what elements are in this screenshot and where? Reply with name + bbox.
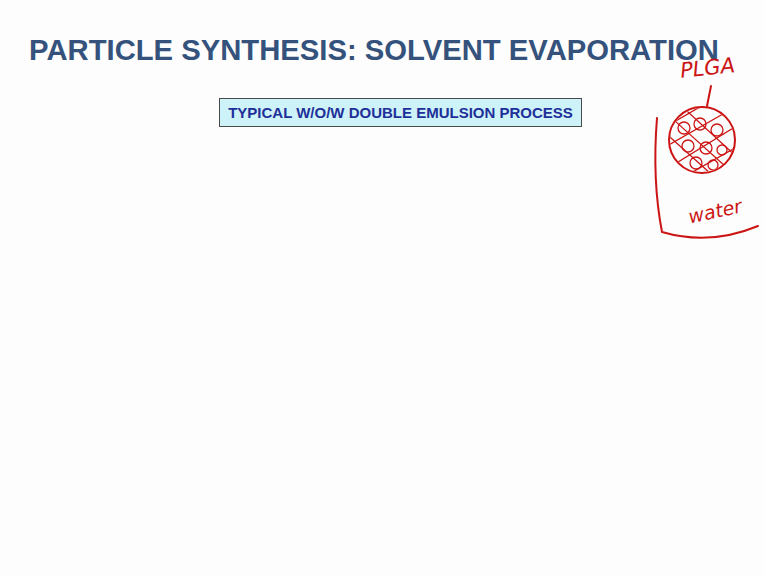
handwritten-label: water xyxy=(686,195,744,228)
leader-line xyxy=(707,86,711,106)
container-outline xyxy=(655,118,758,238)
handwritten-label: PLGA xyxy=(679,53,736,83)
process-box: TYPICAL W/O/W DOUBLE EMULSION PROCESS xyxy=(219,98,582,127)
box-label: TYPICAL W/O/W DOUBLE EMULSION PROCESS xyxy=(228,104,573,121)
particle-outline xyxy=(669,107,735,173)
slide-title: PARTICLE SYNTHESIS: SOLVENT EVAPORATION xyxy=(29,34,719,67)
